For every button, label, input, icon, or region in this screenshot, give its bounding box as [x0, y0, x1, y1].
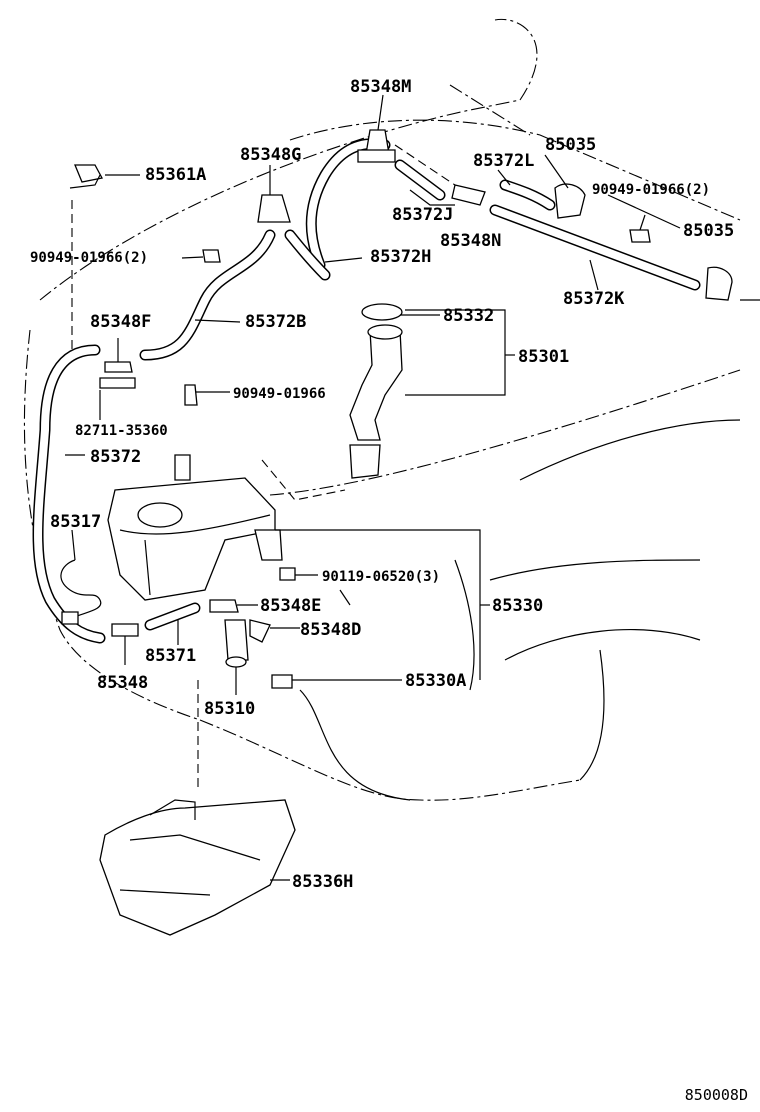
label-85372H: 85372H	[370, 247, 431, 267]
reference-code: 850008D	[684, 1086, 748, 1104]
clip-90949	[184, 384, 198, 406]
label-85372B: 85372B	[245, 312, 306, 332]
bracket-85361A	[74, 164, 103, 183]
cap-85332	[361, 303, 403, 321]
grommet-85330A	[271, 674, 293, 689]
elbow-85348D	[249, 619, 271, 643]
washer-tank-85330	[107, 454, 283, 601]
label-85371: 85371	[145, 646, 196, 666]
label-85348E: 85348E	[260, 596, 321, 616]
clip-90949a	[202, 249, 221, 263]
joint-85348N	[451, 184, 486, 206]
joint-85348G	[257, 194, 291, 223]
leader-lines	[65, 94, 681, 881]
label-85348: 85348	[97, 673, 148, 693]
label-85372J: 85372J	[392, 205, 453, 225]
joint-85348	[111, 623, 139, 637]
label-85301: 85301	[518, 347, 569, 367]
label-85348N: 85348N	[440, 231, 501, 251]
label-85330A: 85330A	[405, 671, 466, 691]
label-85035a: 85035	[545, 135, 596, 155]
label-85372K: 85372K	[563, 289, 625, 309]
filler-neck-85301	[349, 303, 403, 479]
label-85330: 85330	[492, 596, 543, 616]
shield-85336H	[99, 799, 296, 936]
label-85310: 85310	[204, 699, 255, 719]
label-85348M: 85348M	[350, 77, 411, 97]
label-85332: 85332	[443, 306, 494, 326]
label-85372L: 85372L	[473, 151, 534, 171]
label-85317: 85317	[50, 512, 101, 532]
bolt-90119	[279, 567, 296, 581]
label-85372: 85372	[90, 447, 141, 467]
label-90949-2-upper: 90949-01966(2)	[592, 182, 710, 198]
label-82711: 82711-35360	[75, 423, 168, 439]
part-labels: 85348M 85348G 85035 85372L 85361A 90949-…	[30, 77, 734, 892]
label-85336H: 85336H	[292, 872, 353, 892]
label-90949: 90949-01966	[233, 386, 326, 402]
label-85348F: 85348F	[90, 312, 151, 332]
nozzle-85035b	[705, 266, 733, 301]
label-90949-2-left: 90949-01966(2)	[30, 250, 148, 266]
label-85361A: 85361A	[145, 165, 206, 185]
harness-85317	[60, 559, 102, 625]
pump-85310	[224, 619, 249, 668]
label-85035b: 85035	[683, 221, 734, 241]
dashed-guides	[71, 144, 456, 790]
clamp-82711	[99, 377, 136, 389]
nozzle-85035a	[554, 183, 586, 219]
label-90119: 90119-06520(3)	[322, 569, 440, 585]
joint-85348F	[104, 361, 133, 373]
label-85348G: 85348G	[240, 145, 301, 165]
label-85348D: 85348D	[300, 620, 361, 640]
joint-85348E	[209, 599, 239, 613]
clip-90949b	[629, 229, 651, 243]
connectors	[69, 129, 733, 689]
